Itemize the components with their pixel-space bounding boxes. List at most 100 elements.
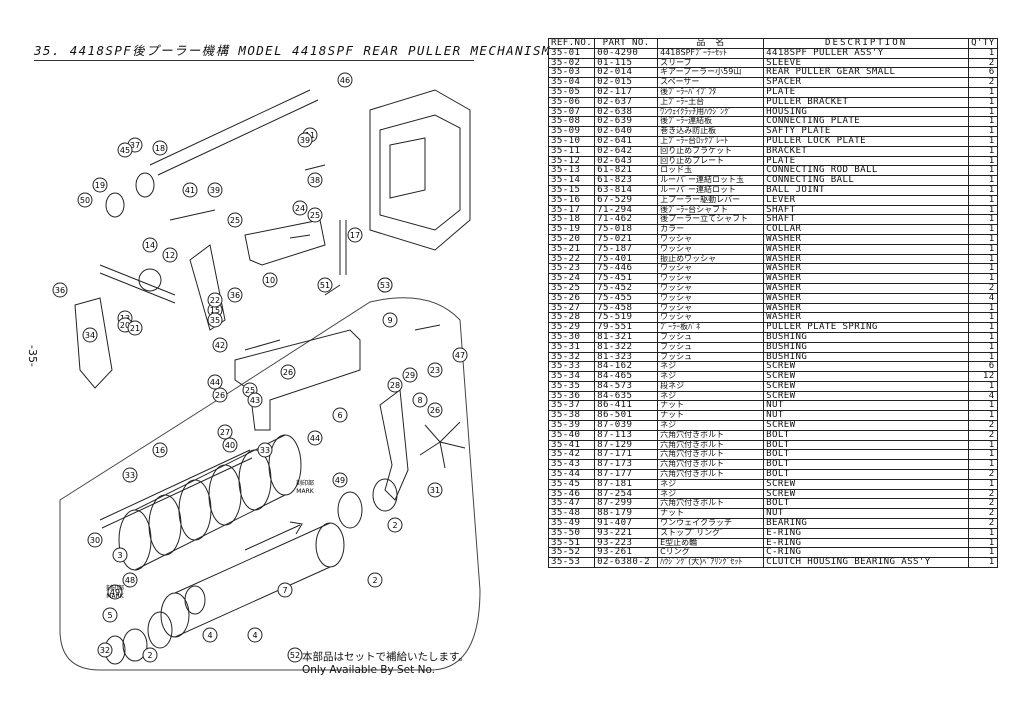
cell-ref: 35-41	[547, 439, 596, 451]
svg-text:6: 6	[337, 411, 342, 420]
svg-text:12: 12	[165, 251, 175, 260]
svg-text:10: 10	[265, 276, 275, 285]
callout-8: 8	[412, 392, 428, 408]
cell-part-no: 02-642	[594, 145, 659, 157]
svg-text:32: 32	[100, 646, 110, 655]
cell-ref: 35-03	[547, 67, 596, 79]
cell-description: BOLT	[763, 469, 970, 480]
page-title: 35. 4418SPF後プーラー機構 MODEL 4418SPF REAR PU…	[34, 43, 551, 58]
svg-text:50: 50	[80, 196, 90, 205]
callout-43: 43	[247, 392, 263, 408]
cell-jp-name: ブッシュ	[657, 351, 765, 363]
spacer-lower	[184, 585, 206, 615]
cell-qty: 1	[968, 449, 998, 461]
svg-text:21: 21	[130, 324, 140, 333]
callout-47: 47	[452, 347, 468, 363]
cell-qty: 1	[968, 263, 998, 275]
cell-qty: 1	[968, 537, 998, 549]
cell-description: WASHER	[763, 292, 970, 304]
cell-jp-name: 六角穴付きボルト	[657, 439, 765, 451]
svg-text:27: 27	[220, 428, 230, 437]
cell-qty: 1	[968, 47, 998, 59]
svg-text:45: 45	[120, 146, 130, 155]
cell-jp-name: 六角穴付きボルト	[657, 498, 765, 510]
cell-qty: 1	[968, 341, 998, 353]
cell-jp-name: 後プーラー立てシャフト	[657, 214, 765, 226]
cell-description: CONNECTING BALL	[763, 175, 970, 186]
cell-jp-name: スペーサー	[657, 77, 765, 88]
cell-jp-name: スリーブ	[657, 57, 765, 69]
cell-description: CONNECTING PLATE	[763, 116, 970, 128]
cell-qty: 1	[968, 322, 998, 333]
cell-ref: 35-39	[547, 420, 596, 431]
callout-33: 33	[257, 442, 273, 458]
puller-spring-arm	[379, 389, 409, 501]
sleeve-upper	[372, 478, 398, 512]
cell-qty: 4	[968, 390, 998, 402]
callout-14: 14	[142, 237, 158, 253]
svg-text:41: 41	[185, 186, 195, 195]
cell-description: E-RING	[763, 527, 970, 539]
puller-lock-plate	[244, 219, 326, 266]
cell-part-no: 61-821	[594, 165, 659, 177]
svg-text:44: 44	[310, 434, 320, 443]
svg-text:43: 43	[250, 396, 260, 405]
cell-jp-name: ナット	[657, 400, 765, 412]
cell-description: SLEEVE	[763, 57, 970, 69]
cell-part-no: 75-021	[594, 233, 659, 245]
cell-jp-name: ﾌﾟｰﾗｰ板ﾊﾞﾈ	[657, 322, 765, 333]
cell-part-no: 02-637	[594, 96, 659, 108]
cell-part-no: 75-519	[594, 312, 659, 324]
svg-text:48: 48	[125, 576, 135, 585]
cell-part-no: 75-401	[594, 253, 659, 265]
svg-text:44: 44	[210, 378, 220, 387]
cell-part-no: 87-171	[594, 449, 659, 461]
cell-jp-name: ワンウェイクラッチ	[657, 518, 765, 529]
cell-ref: 35-43	[547, 459, 596, 471]
cell-qty: 1	[968, 106, 998, 118]
cell-ref: 35-20	[547, 233, 596, 245]
svg-text:2: 2	[147, 651, 152, 660]
cell-qty: 2	[968, 518, 998, 529]
cell-part-no: 87-254	[594, 488, 659, 500]
svg-text:30: 30	[90, 536, 100, 545]
cell-part-no: 87-113	[594, 429, 659, 441]
mark-label-en: MARK	[106, 593, 124, 600]
cell-jp-name: ルーパﾞー連結ロット玉	[657, 175, 765, 186]
svg-text:25: 25	[310, 211, 320, 220]
cell-description: PLATE	[763, 86, 970, 98]
svg-text:29: 29	[405, 371, 415, 380]
cell-qty: 2	[968, 420, 998, 431]
table-header-row: REF.NO. PART NO. 品 名 DESCRIPTION Q'TY	[547, 38, 998, 49]
svg-text:8: 8	[417, 396, 422, 405]
svg-text:25: 25	[245, 386, 255, 395]
cell-part-no: 02-117	[594, 86, 659, 98]
cell-jp-name: ネジ	[657, 420, 765, 431]
cell-description: WASHER	[763, 243, 970, 255]
cell-part-no: 81-321	[594, 331, 659, 343]
cell-ref: 35-28	[547, 312, 596, 324]
callout-36: 36	[52, 282, 68, 298]
cell-jp-name: ﾜﾝｳｪｲｸﾗｯﾁ用ﾊｳｼﾞﾝｸﾞ	[657, 106, 765, 118]
cell-part-no: 75-018	[594, 224, 659, 235]
cell-ref: 35-29	[547, 322, 596, 333]
cell-ref: 35-16	[547, 194, 596, 206]
cell-qty: 2	[968, 57, 998, 69]
cell-ref: 35-49	[547, 518, 596, 529]
cell-ref: 35-24	[547, 273, 596, 284]
cell-qty: 1	[968, 478, 998, 490]
svg-text:47: 47	[455, 351, 465, 360]
cell-jp-name: ブッシュ	[657, 331, 765, 343]
cell-jp-name: ワッシャ	[657, 292, 765, 304]
